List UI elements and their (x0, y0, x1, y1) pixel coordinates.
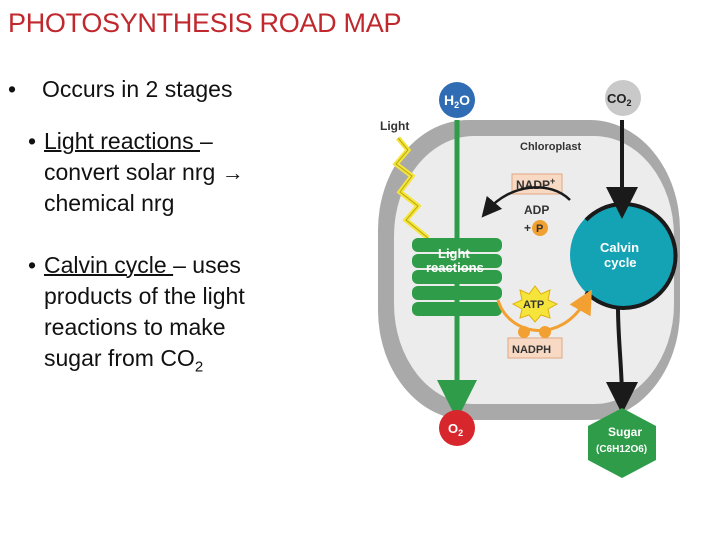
calvin-cycle-bullet: • Calvin cycle – uses products of the lig… (28, 250, 245, 383)
calvin-cycle-term: Calvin cycle (44, 252, 174, 278)
light-reactions-line3: chemical nrg (44, 190, 175, 216)
bullet-dot: • (28, 128, 37, 154)
h2o-label: H2O (444, 92, 470, 110)
h2o-node (439, 82, 475, 118)
calvin-cycle-node (570, 203, 674, 307)
nadph-label: NADPH (512, 344, 551, 356)
phosphate-label: P (536, 223, 543, 235)
chloroplast-inner (394, 136, 674, 404)
photosynthesis-diagram: Chloroplast H2O CO2 Light Light reaction… (378, 80, 680, 478)
sugar-node (588, 408, 656, 478)
calvin-cycle-ring (584, 202, 678, 310)
light-reactions-line2: convert solar nrg (44, 159, 216, 185)
main-bullet: • Occurs in 2 stages (8, 76, 232, 103)
atp-burst-icon (511, 285, 559, 323)
o2-label: O2 (448, 421, 463, 438)
light-reactions-label-1: Light (438, 246, 470, 261)
light-reactions-label-2: reactions (426, 260, 484, 275)
calvin-line4: sugar from CO (44, 345, 195, 371)
bullet-dot: • (28, 252, 37, 278)
calvin-line2: products of the light (44, 283, 245, 309)
sugar-formula-label: (C6H12O6) (596, 444, 647, 455)
calvin-cycle-dash: – uses (173, 252, 241, 278)
light-label: Light (380, 119, 409, 133)
page-title: PHOTOSYNTHESIS ROAD MAP (8, 8, 402, 38)
calvin-line4-sub: 2 (194, 358, 204, 376)
phosphate-node (532, 220, 548, 236)
calvin-label-1: Calvin (600, 240, 639, 255)
right-arrow-icon: → (221, 160, 244, 185)
calvin-label-2: cycle (604, 255, 637, 270)
light-reactions-bullet: • Light reactions – convert solar nrg → c… (28, 126, 244, 219)
nadph-box (507, 337, 563, 359)
sugar-label: Sugar (608, 425, 642, 439)
atp-label: ATP (523, 299, 544, 311)
bullet-dot: • (8, 76, 17, 102)
co2-node (605, 80, 641, 116)
chloroplast-label: Chloroplast (520, 141, 581, 153)
light-bolt-outline (395, 137, 429, 239)
o2-node (439, 410, 475, 446)
nadp-return-arrow (481, 186, 571, 218)
thylakoid-stack (412, 238, 502, 316)
energy-carrier-arrow (496, 289, 592, 332)
light-reactions-dash: – (199, 128, 213, 154)
light-reactions-term: Light reactions (44, 128, 200, 154)
co2-label: CO2 (607, 91, 632, 108)
calvin-line3: reactions to make (44, 314, 226, 340)
plus-label: + (524, 221, 531, 235)
sugar-output-arrow (605, 307, 638, 414)
main-bullet-text: Occurs in 2 stages (42, 76, 233, 102)
adp-label: ADP (524, 203, 549, 217)
